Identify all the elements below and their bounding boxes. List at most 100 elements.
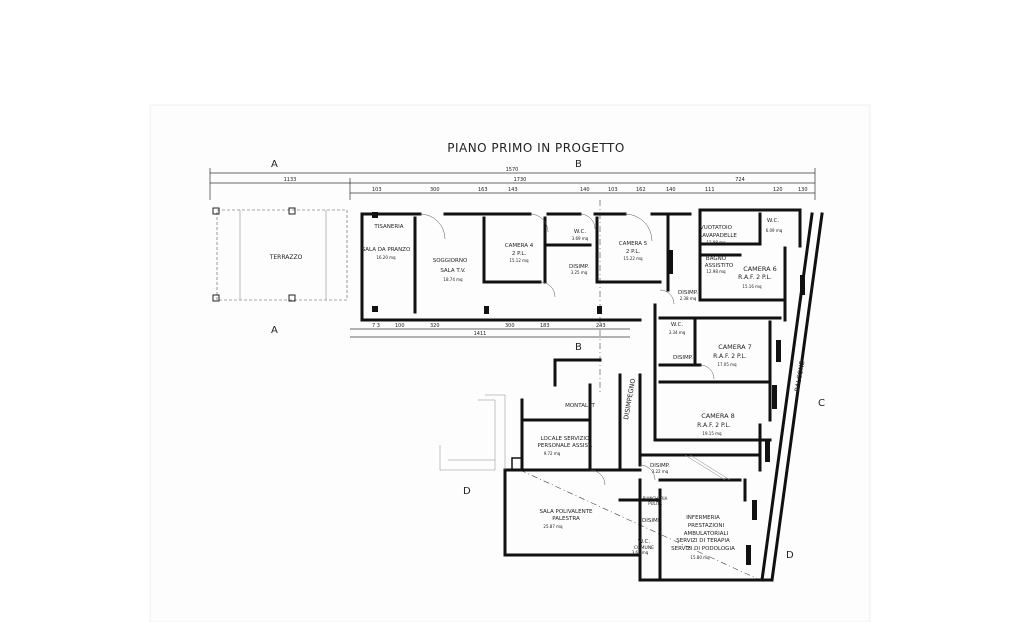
dim-seg-bottom: 183 [540, 323, 550, 329]
page-title: PIANO PRIMO IN PROGETTO [447, 141, 625, 155]
room-label-camera4: CAMERA 4 [505, 243, 534, 249]
room-area-disimp4: 3.22 mq [652, 469, 669, 474]
dim-seg: 130 [798, 187, 808, 193]
room-label-vuotatoio: VUOTATOIO [700, 225, 733, 231]
room-beds-camera5: 2 P.L. [626, 249, 641, 255]
room-label-bagno: BAGNO [706, 256, 727, 262]
dim-seg: 103 [372, 187, 382, 193]
dim-seg-bottom: 320 [430, 323, 440, 329]
room-area-bagno: 12.98 mq [706, 269, 726, 274]
room-label-personale: PERSONALE ASSIST. [538, 443, 593, 449]
dim-seg: 300 [430, 187, 440, 193]
section-mark-c: C [818, 398, 825, 409]
dim-seg: 120 [773, 187, 783, 193]
paper-sheet [149, 104, 871, 622]
room-beds-camera4: 2 P.L. [512, 251, 527, 257]
room-label-sala-pranzo: SALA DA PRANZO [362, 247, 411, 253]
dim-seg: 103 [608, 187, 618, 193]
room-label-disimp5: DISIMP. [642, 518, 662, 524]
room-label-disimp2: DISIMP. [678, 290, 698, 296]
room-label-terapia: SERVIZI DI TERAPIA [676, 538, 730, 544]
room-label-prestazioni: PRESTAZIONI [688, 523, 725, 529]
room-label-wc3: W.C. [671, 322, 683, 328]
section-mark-a-bottom: A [271, 325, 278, 336]
room-label-lavapadelle: LAVAPADELLE [699, 233, 737, 239]
room-label-pulita: PULITA [648, 501, 662, 506]
room-label-camera8: CAMERA 8 [701, 412, 735, 420]
room-beds-camera8: R.A.F. 2 P.L. [697, 422, 731, 429]
room-label-comune: COMUNE [634, 545, 654, 551]
room-label-sala-tv: SALA T.V. [440, 268, 466, 274]
dim-seg-bottom: 243 [596, 323, 606, 329]
room-labels: TISANERIA SALA DA PRANZO 16.20 mq SOGGIO… [362, 218, 783, 560]
room-area-sala-poli: 25.87 mq [543, 524, 563, 529]
room-label-locale: LOCALE SERVIZIO [541, 436, 590, 442]
dimension-lines [209, 168, 816, 338]
room-area-locale: 9.72 mq [544, 451, 561, 456]
room-label-camera5: CAMERA 5 [619, 241, 648, 247]
room-label-biancheria: BIANCHERIA [643, 496, 668, 501]
room-area-wc1: 3.69 mq [572, 236, 589, 241]
room-label-palestra: PALESTRA [552, 516, 580, 522]
room-label-disimp3: DISIMP. [673, 355, 693, 361]
room-label-ambulatoriali: AMBULATORIALI [684, 531, 729, 537]
dim-seg-bottom: 100 [395, 323, 405, 329]
room-label-wc2: W.C. [767, 218, 779, 224]
room-label-disimp1: DISIMP. [569, 264, 589, 270]
section-mark-a-top: A [271, 159, 278, 170]
room-area-camera8: 19.15 mq [702, 431, 722, 436]
room-label-infermeria: INFERMERIA [686, 515, 720, 521]
room-area-disimp1: 3.25 mq [571, 270, 588, 275]
dim-right-span: 724 [735, 177, 745, 183]
section-mark-d-left: D [463, 486, 471, 497]
room-area-infermeria: 15.80 mq [690, 555, 710, 560]
door-swings [419, 213, 715, 486]
wall-pillars [372, 212, 805, 565]
room-label-tisaneria: TISANERIA [373, 224, 403, 230]
room-label-disimp4: DISIMP. [650, 463, 670, 469]
room-label-montalet: MONTALET [565, 403, 595, 409]
section-marks: A A B B C D D [271, 159, 825, 561]
room-area-disimp2: 2.38 mq [680, 296, 697, 301]
room-area-camera6: 15.16 mq [742, 284, 762, 289]
room-label-camera7: CAMERA 7 [718, 343, 752, 351]
room-label-wc4: W.C. [638, 539, 650, 545]
room-area-vuotatoio: 12.98 mq [706, 240, 726, 245]
room-label-camera6: CAMERA 6 [743, 265, 777, 273]
dim-seg-bottom: 7 3 [372, 323, 380, 329]
dim-overall: 1570 [506, 167, 519, 173]
section-mark-d-right: D [786, 550, 794, 561]
section-mark-b-top: B [575, 159, 582, 170]
room-area-wc3: 3.34 mq [669, 330, 686, 335]
dim-seg: 143 [508, 187, 518, 193]
room-area-wc4: 3.61 mq [632, 550, 649, 555]
room-area-camera7: 17.05 mq [717, 362, 737, 367]
terrazzo-area: TERRAZZO [212, 207, 348, 302]
room-label-sala-poli: SALA POLIVALENTE [539, 509, 593, 515]
dim-seg: 163 [478, 187, 488, 193]
dim-seg-bottom: 300 [505, 323, 515, 329]
dim-left-span: 1133 [284, 177, 297, 183]
dim-seg: 140 [580, 187, 590, 193]
room-area-camera4: 15.12 mq [509, 258, 529, 263]
room-area-soggiorno: 18.74 mq [443, 277, 463, 282]
room-area-sala-pranzo: 16.20 mq [376, 255, 396, 260]
section-mark-b-bottom: B [575, 342, 582, 353]
dim-mid-span: 1730 [514, 177, 527, 183]
dim-seg: 140 [666, 187, 676, 193]
stairs [439, 394, 731, 481]
room-beds-camera6: R.A.F. 2 P.L. [738, 274, 772, 281]
dim-bottom-total: 1411 [474, 331, 487, 337]
room-label-podologia: SERVIZI DI PODOLOGIA [671, 546, 735, 552]
room-area-wc2: 6.09 mq [766, 228, 783, 233]
room-beds-camera7: R.A.F. 2 P.L. [713, 353, 747, 360]
dimension-labels: 1570 1133 1730 724 1411 103 300 163 143 … [284, 167, 808, 337]
room-area-camera5: 15.22 mq [623, 256, 643, 261]
dim-seg: 111 [705, 187, 715, 193]
room-label-assistito: ASSISTITO [705, 263, 734, 269]
room-label-wc1: W.C. [574, 229, 586, 235]
dim-seg: 162 [636, 187, 646, 193]
room-label-terrazzo: TERRAZZO [269, 254, 303, 261]
